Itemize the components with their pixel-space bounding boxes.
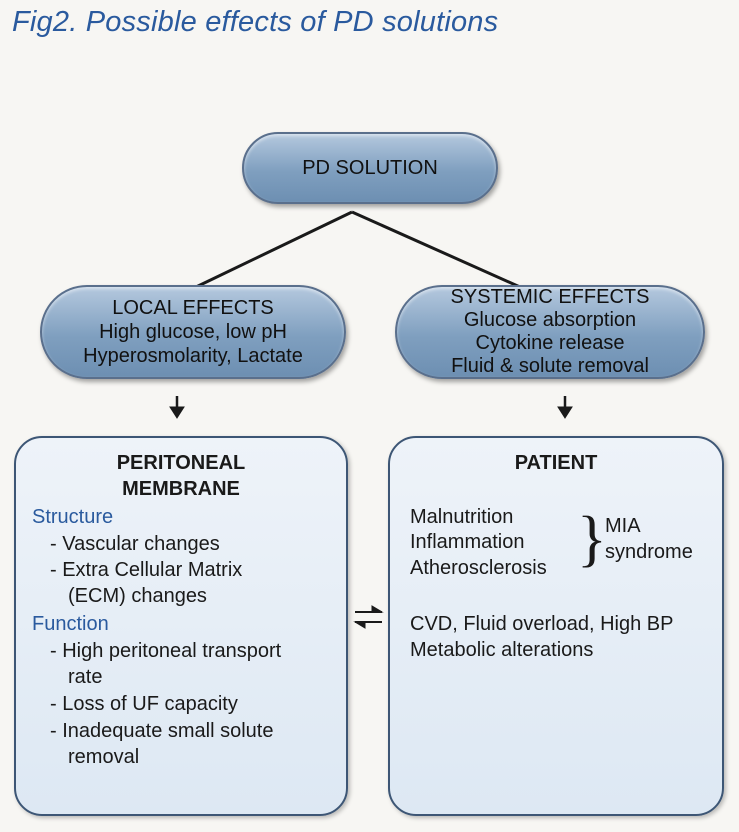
- membrane-title-line: PERITONEAL: [116, 452, 246, 474]
- line-root-to-local: [195, 210, 353, 289]
- arrow-local-to-membrane: [169, 396, 185, 419]
- brace-symbol: }: [577, 505, 607, 573]
- mia-label: MIA: [605, 515, 641, 537]
- structure-item: - Extra Cellular Matrix: [50, 559, 243, 581]
- patient-title: PATIENT: [514, 452, 598, 474]
- structure-heading: Structure: [32, 506, 114, 528]
- function-item-cont: rate: [68, 666, 103, 688]
- patient-item: CVD, Fluid overload, High BP: [410, 613, 674, 635]
- figure-title: Fig2. Possible effects of PD solutions: [12, 6, 499, 38]
- systemic-effects-line: Glucose absorption: [463, 309, 637, 331]
- mia-item: Malnutrition: [410, 506, 514, 528]
- function-item: - Loss of UF capacity: [50, 693, 238, 715]
- function-heading: Function: [32, 613, 109, 635]
- local-effects-line: Hyperosmolarity, Lactate: [83, 345, 303, 367]
- membrane-title-line: MEMBRANE: [122, 478, 240, 500]
- line-root-to-systemic: [351, 210, 521, 289]
- patient-box: PATIENT Malnutrition Inflammation Athero…: [388, 436, 724, 816]
- structure-item-cont: (ECM) changes: [68, 585, 207, 607]
- mia-item: Inflammation: [410, 531, 525, 553]
- structure-item: - Vascular changes: [50, 533, 220, 555]
- function-item: - High peritoneal transport: [50, 640, 282, 662]
- mia-label: syndrome: [605, 541, 693, 563]
- local-effects-node: LOCAL EFFECTS High glucose, low pH Hyper…: [40, 285, 346, 379]
- bidirectional-arrow: [353, 605, 384, 629]
- function-item-cont: removal: [68, 746, 140, 768]
- function-item: - Inadequate small solute: [50, 720, 274, 742]
- systemic-effects-node: SYSTEMIC EFFECTS Glucose absorption Cyto…: [395, 285, 705, 379]
- systemic-effects-line: Fluid & solute removal: [451, 355, 649, 377]
- systemic-effects-line: Cytokine release: [475, 332, 625, 354]
- mia-item: Atherosclerosis: [410, 557, 547, 579]
- arrow-systemic-to-patient: [557, 396, 573, 419]
- local-effects-line: High glucose, low pH: [99, 321, 287, 343]
- local-effects-heading: LOCAL EFFECTS: [112, 297, 274, 319]
- pd-solution-node: PD SOLUTION: [242, 132, 498, 204]
- peritoneal-membrane-box: PERITONEAL MEMBRANE Structure - Vascular…: [14, 436, 348, 816]
- patient-item: Metabolic alterations: [410, 639, 594, 661]
- pd-solution-label: PD SOLUTION: [302, 156, 438, 179]
- systemic-effects-heading: SYSTEMIC EFFECTS: [450, 286, 650, 308]
